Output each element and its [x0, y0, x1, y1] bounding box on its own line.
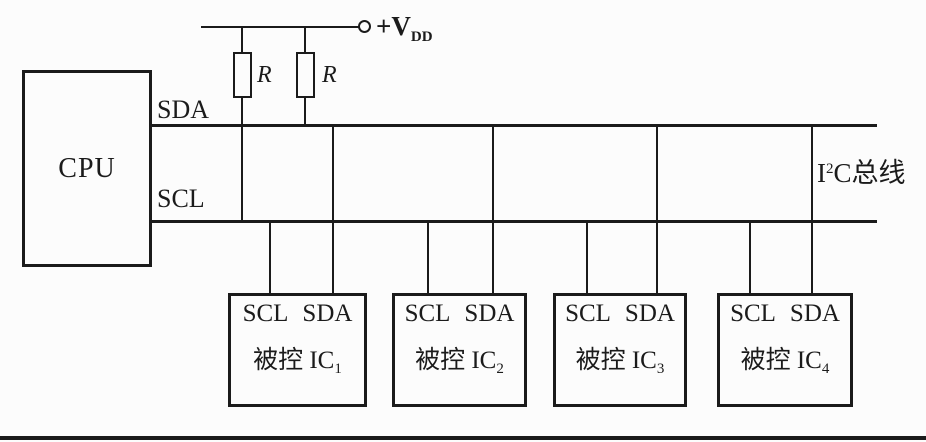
ic4-pin-labels: SCL SDA: [730, 299, 840, 329]
ic4-sda-pin-label: SDA: [789, 300, 840, 327]
resistor-2-top-lead: [304, 27, 306, 53]
ic3-sda-lead: [656, 124, 658, 293]
ic1-pin-labels: SCL SDA: [243, 299, 353, 329]
sda-bus-label: SDA: [157, 95, 210, 124]
i2c-bus-label: I2C总线: [817, 158, 906, 188]
ic1-scl-pin-label: SCL: [242, 300, 289, 327]
resistor-2-label: R: [322, 62, 337, 88]
ic1-name-label: 被控 IC1: [253, 347, 342, 377]
ic2-sda-pin-label: SDA: [464, 300, 515, 327]
ic3-name-label: 被控 IC3: [575, 347, 665, 377]
ic3-sda-pin-label: SDA: [624, 300, 675, 327]
ic2-pin-labels: SCL SDA: [405, 299, 515, 329]
ic1-scl-lead: [269, 220, 271, 293]
vdd-label: +VDD: [376, 11, 433, 45]
ic3-scl-lead: [586, 220, 588, 293]
ic4-scl-pin-label: SCL: [730, 300, 776, 327]
cpu-box: CPU: [22, 70, 152, 267]
vdd-power-wire: [201, 26, 359, 28]
ic1-box: SCL SDA 被控 IC1: [228, 293, 367, 407]
sda-bus-line: [152, 124, 877, 127]
resistor-2-symbol: [296, 52, 315, 98]
resistor-1-top-lead: [241, 27, 243, 53]
ic3-pin-labels: SCL SDA: [565, 299, 675, 329]
ic3-box: SCL SDA 被控 IC3: [553, 293, 687, 407]
resistor-2-bottom-lead: [304, 98, 306, 127]
ic2-name-label: 被控 IC2: [415, 347, 504, 377]
ic4-sda-lead: [811, 124, 813, 293]
resistor-1-label: R: [257, 62, 272, 88]
vdd-terminal-icon: [358, 20, 371, 33]
ic2-sda-lead: [492, 124, 494, 293]
ic1-sda-lead: [332, 124, 334, 293]
ic4-name-label: 被控 IC4: [740, 347, 830, 377]
ic4-scl-lead: [749, 220, 751, 293]
scl-bus-line: [152, 220, 877, 223]
ic1-sda-pin-label: SDA: [302, 300, 353, 327]
ic2-scl-lead: [427, 220, 429, 293]
ic4-box: SCL SDA 被控 IC4: [717, 293, 853, 407]
ic2-box: SCL SDA 被控 IC2: [392, 293, 527, 407]
bottom-page-rule: [0, 436, 926, 440]
resistor-1-symbol: [233, 52, 252, 98]
cpu-label: CPU: [58, 152, 116, 184]
ic3-scl-pin-label: SCL: [565, 300, 611, 327]
scl-bus-label: SCL: [157, 184, 205, 213]
resistor-1-bottom-lead: [241, 98, 243, 223]
ic2-scl-pin-label: SCL: [404, 300, 451, 327]
